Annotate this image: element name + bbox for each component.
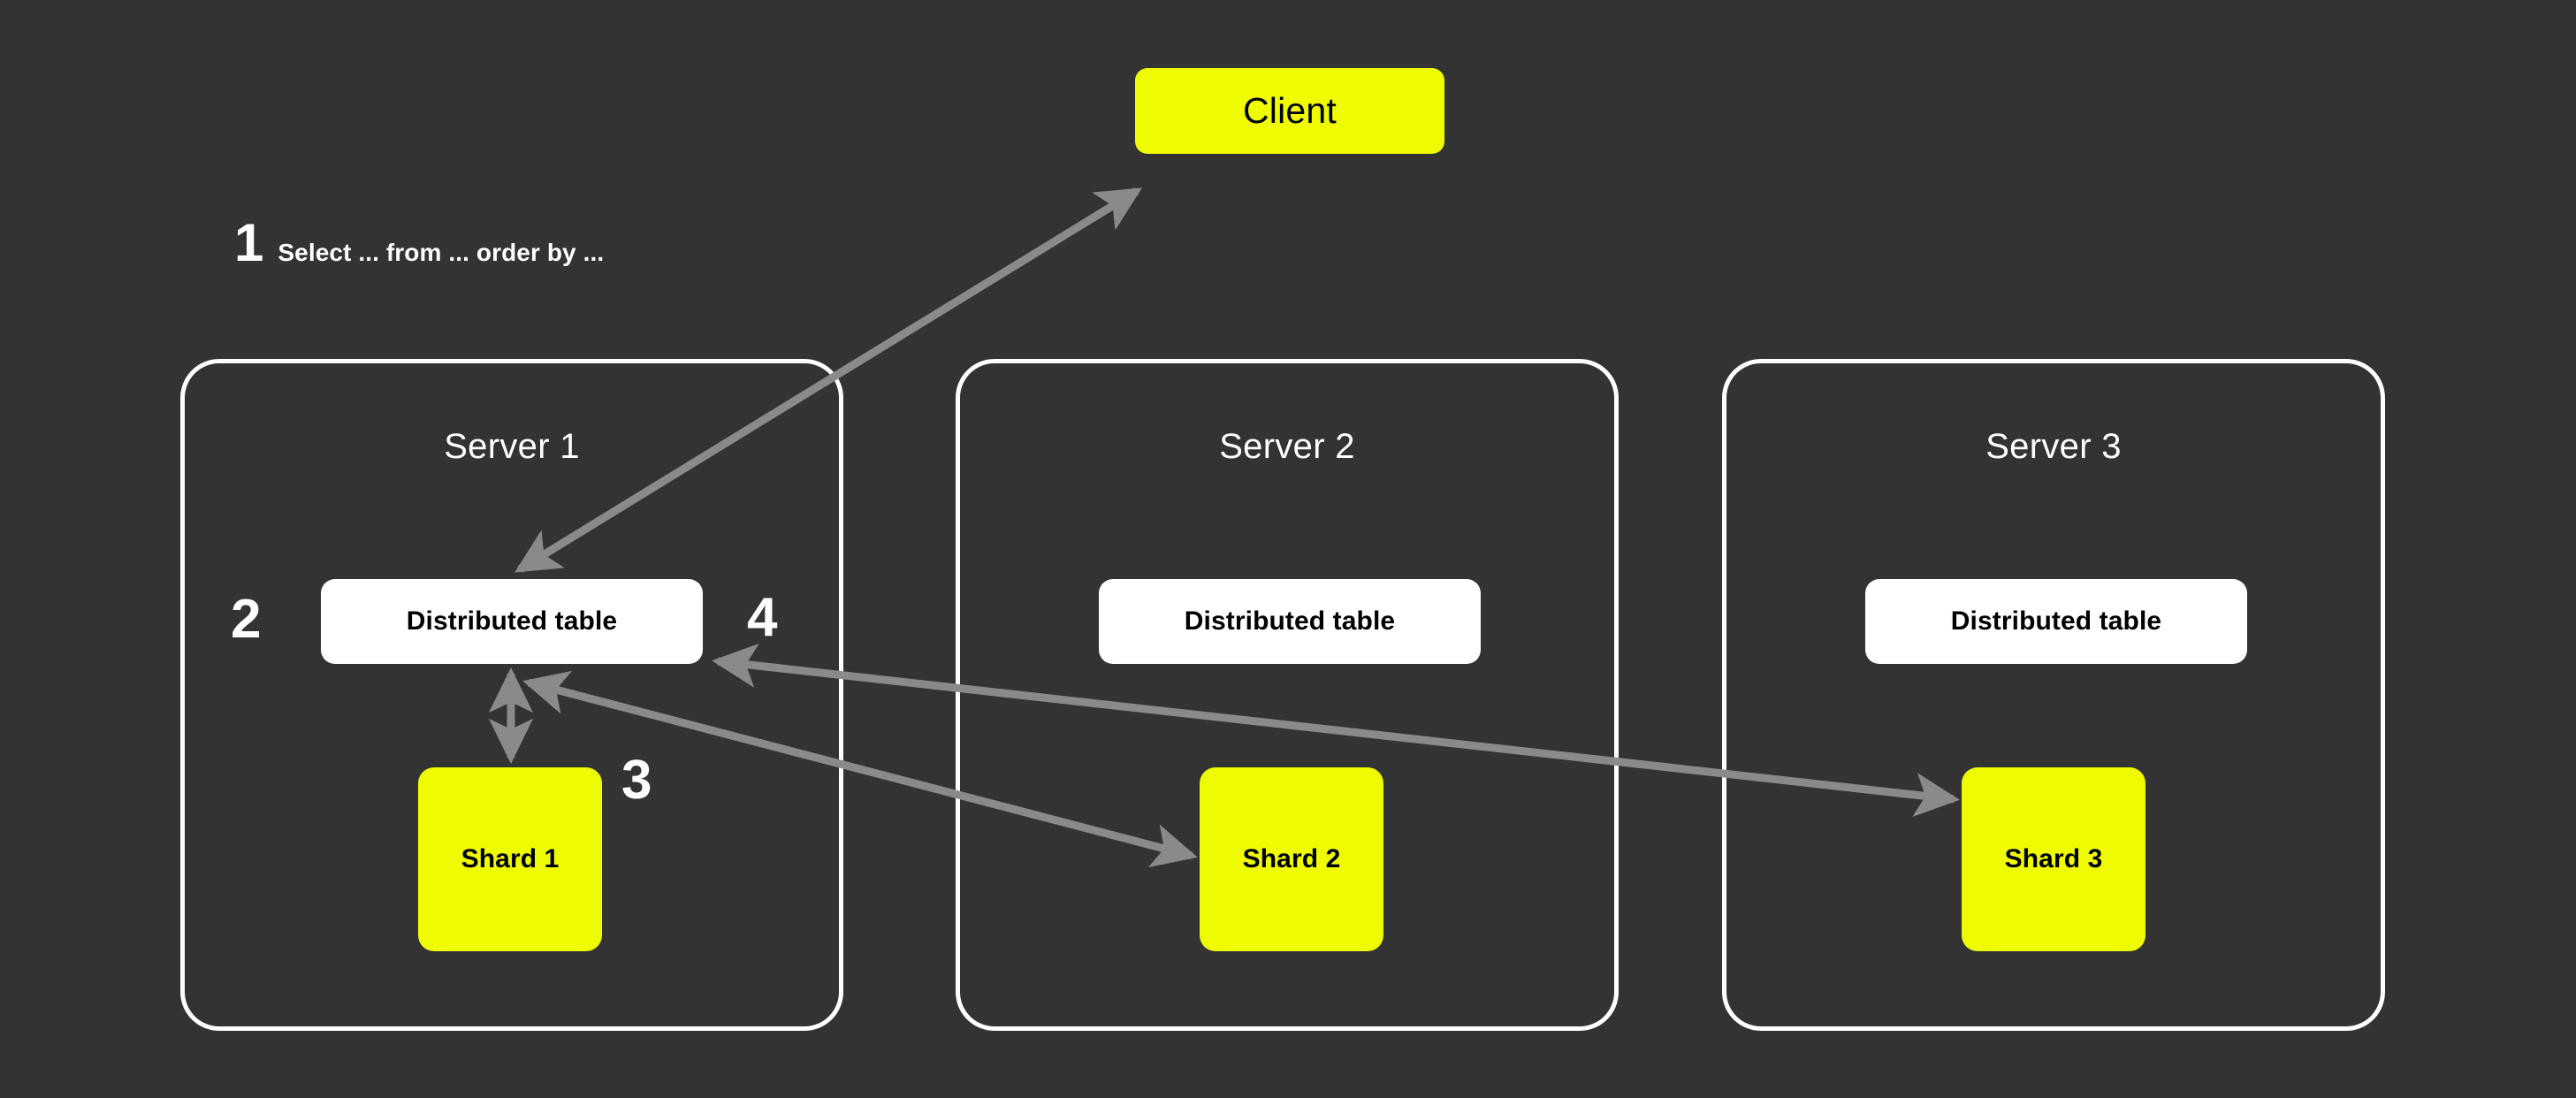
distributed-table-server-3[interactable]: Distributed table: [1865, 579, 2247, 664]
shard-2-node[interactable]: Shard 2: [1200, 767, 1383, 951]
shard-1-node[interactable]: Shard 1: [418, 767, 602, 951]
distributed-table-server-1[interactable]: Distributed table: [321, 579, 703, 664]
client-label: Client: [1242, 90, 1338, 131]
client-node[interactable]: Client: [1135, 68, 1444, 154]
step-4-number: 4: [747, 587, 778, 648]
shard-3-node[interactable]: Shard 3: [1962, 767, 2145, 951]
distributed-table-label: Distributed table: [1950, 606, 2162, 636]
shard-2-label: Shard 2: [1242, 844, 1341, 873]
step-1-caption: 1 Select ... from ... order by ...: [234, 217, 604, 270]
shard-3-label: Shard 3: [2004, 844, 2103, 873]
shard-1-label: Shard 1: [461, 844, 560, 873]
server-1-title: Server 1: [444, 427, 580, 466]
server-3-title: Server 3: [1985, 427, 2122, 466]
distributed-table-label: Distributed table: [1184, 606, 1396, 636]
step-1-query-text: Select ... from ... order by ...: [278, 239, 605, 266]
distributed-table-label: Distributed table: [406, 606, 618, 636]
step-1-number: 1: [234, 213, 264, 272]
server-2-title: Server 2: [1219, 427, 1355, 466]
step-2-number: 2: [231, 589, 262, 650]
distributed-table-server-2[interactable]: Distributed table: [1099, 579, 1481, 664]
step-3-number: 3: [621, 750, 652, 811]
